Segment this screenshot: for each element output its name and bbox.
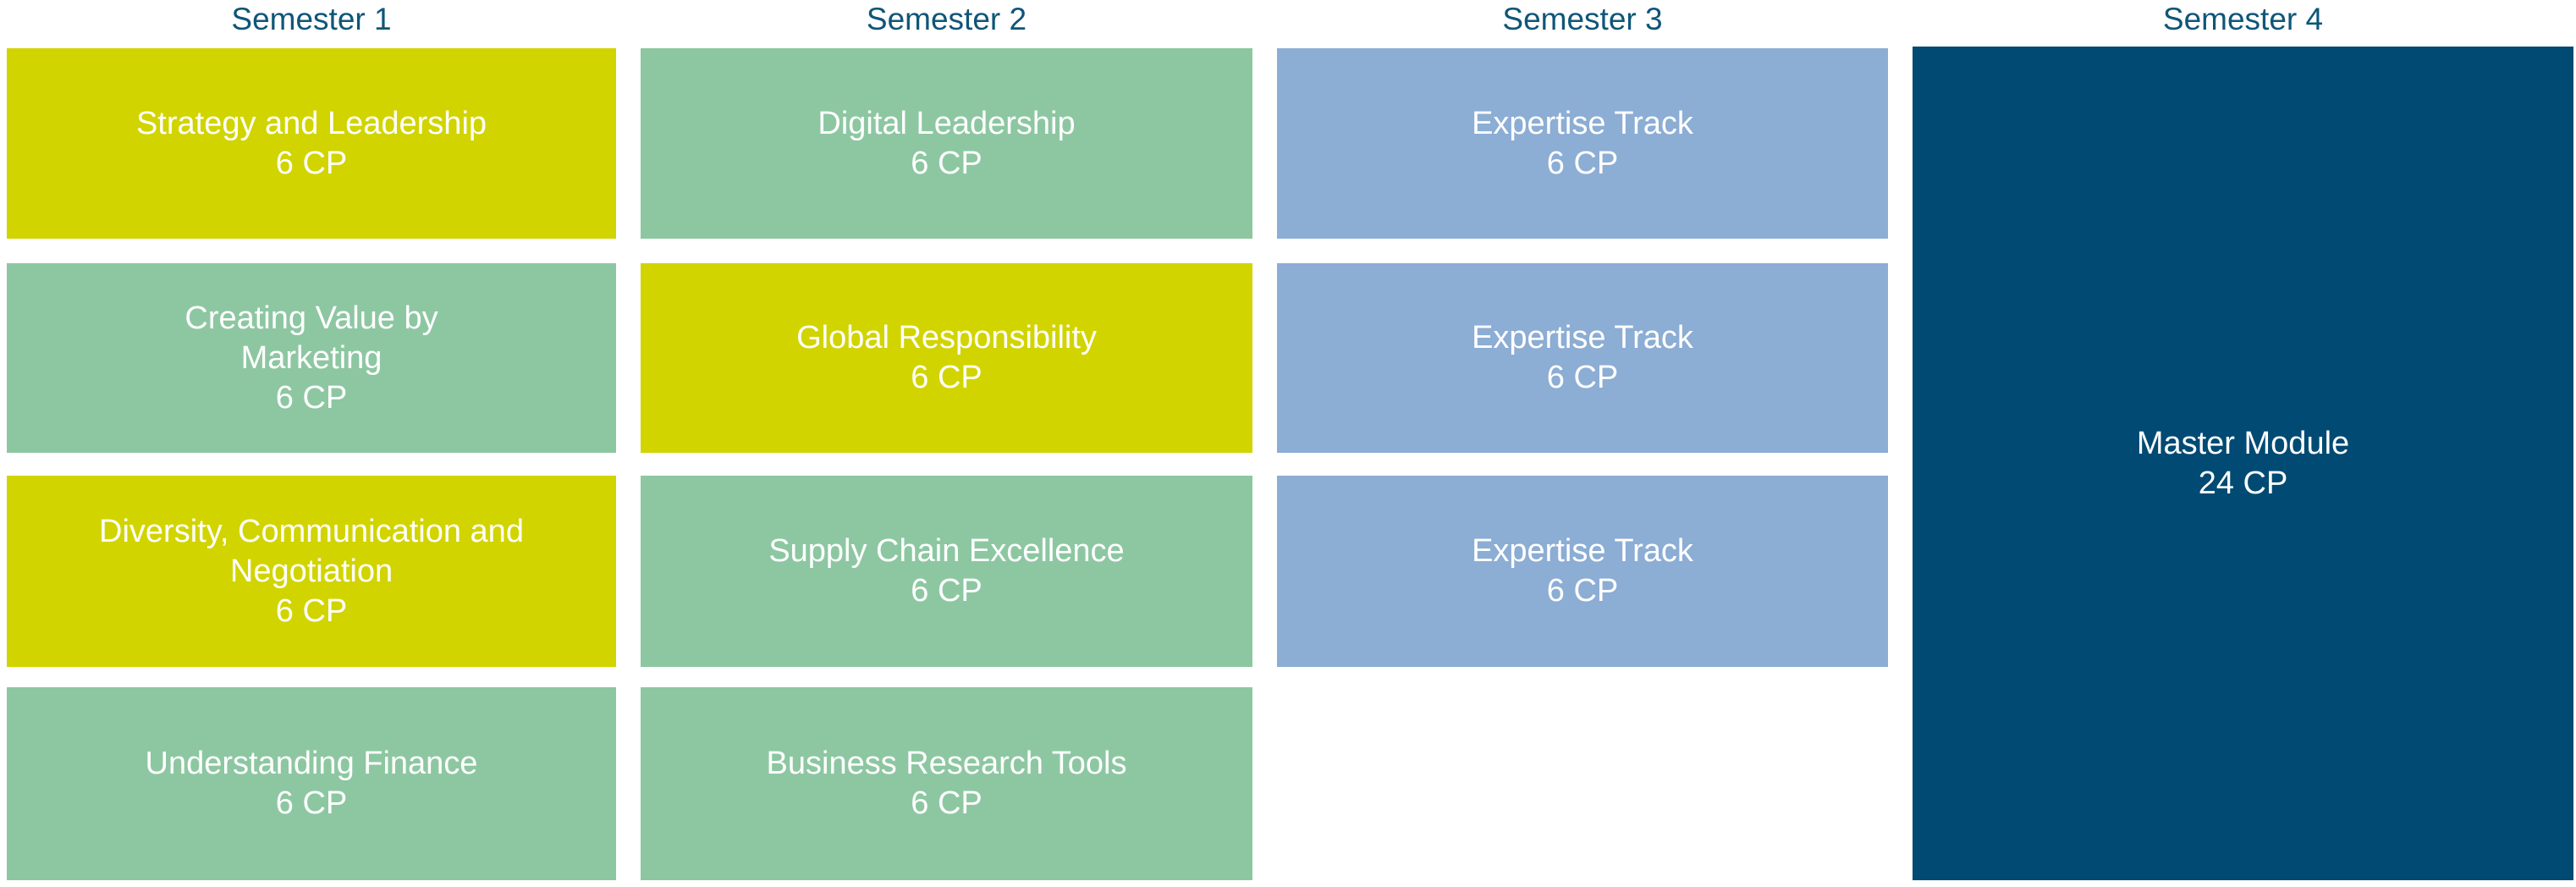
module-credits: 6 CP	[275, 592, 348, 629]
module-title: Expertise Track	[1472, 533, 1693, 569]
semester-2-column: Semester 2 Digital Leadership 6 CP Globa…	[641, 0, 1252, 887]
module-title: Master Module	[2136, 425, 2350, 461]
module-understanding-finance: Understanding Finance 6 CP	[7, 687, 616, 880]
module-credits: 6 CP	[1546, 360, 1619, 395]
module-title: Diversity, Communication and Negotiation	[99, 513, 524, 589]
module-supply-chain-excellence: Supply Chain Excellence 6 CP	[641, 476, 1252, 667]
module-credits: 6 CP	[911, 785, 983, 821]
module-strategy-and-leadership: Strategy and Leadership 6 CP	[7, 48, 616, 239]
module-credits: 6 CP	[1546, 145, 1619, 181]
module-title: Strategy and Leadership	[135, 105, 487, 141]
module-title: Creating Value by Marketing	[184, 300, 438, 376]
module-title: Understanding Finance	[145, 746, 478, 781]
module-credits: 6 CP	[911, 145, 983, 181]
module-global-responsibility: Global Responsibility 6 CP	[641, 263, 1252, 453]
module-creating-value-by-marketing: Creating Value by Marketing 6 CP	[7, 263, 616, 453]
module-credits: 6 CP	[911, 573, 983, 609]
module-diversity-communication-negotiation: Diversity, Communication and Negotiation…	[7, 476, 616, 667]
module-credits: 24 CP	[2198, 465, 2288, 501]
module-expertise-track-3: Expertise Track 6 CP	[1277, 476, 1888, 667]
module-title: Global Responsibility	[796, 320, 1097, 355]
module-credits: 6 CP	[1546, 573, 1619, 609]
module-title: Digital Leadership	[817, 105, 1076, 141]
module-digital-leadership: Digital Leadership 6 CP	[641, 48, 1252, 239]
semester-1-header: Semester 1	[231, 2, 392, 36]
module-title: Business Research Tools	[766, 746, 1127, 781]
semester-2-header: Semester 2	[866, 2, 1027, 36]
semester-3-column: Semester 3 Expertise Track 6 CP Expertis…	[1277, 0, 1888, 887]
module-credits: 6 CP	[911, 360, 983, 395]
module-expertise-track-2: Expertise Track 6 CP	[1277, 263, 1888, 453]
semester-4-column: Semester 4 Master Module 24 CP	[1913, 0, 2573, 887]
semester-3-header: Semester 3	[1502, 2, 1663, 36]
module-credits: 6 CP	[275, 785, 348, 821]
module-expertise-track-1: Expertise Track 6 CP	[1277, 48, 1888, 239]
module-credits: 6 CP	[275, 145, 348, 181]
module-master-module: Master Module 24 CP	[1913, 47, 2573, 880]
module-business-research-tools: Business Research Tools 6 CP	[641, 687, 1252, 880]
module-title: Supply Chain Excellence	[768, 533, 1125, 569]
module-title: Expertise Track	[1472, 320, 1693, 355]
semester-1-column: Semester 1 Strategy and Leadership 6 CP …	[7, 0, 616, 887]
semester-4-header: Semester 4	[2162, 2, 2324, 36]
module-credits: 6 CP	[275, 379, 348, 416]
module-title: Expertise Track	[1472, 105, 1693, 141]
